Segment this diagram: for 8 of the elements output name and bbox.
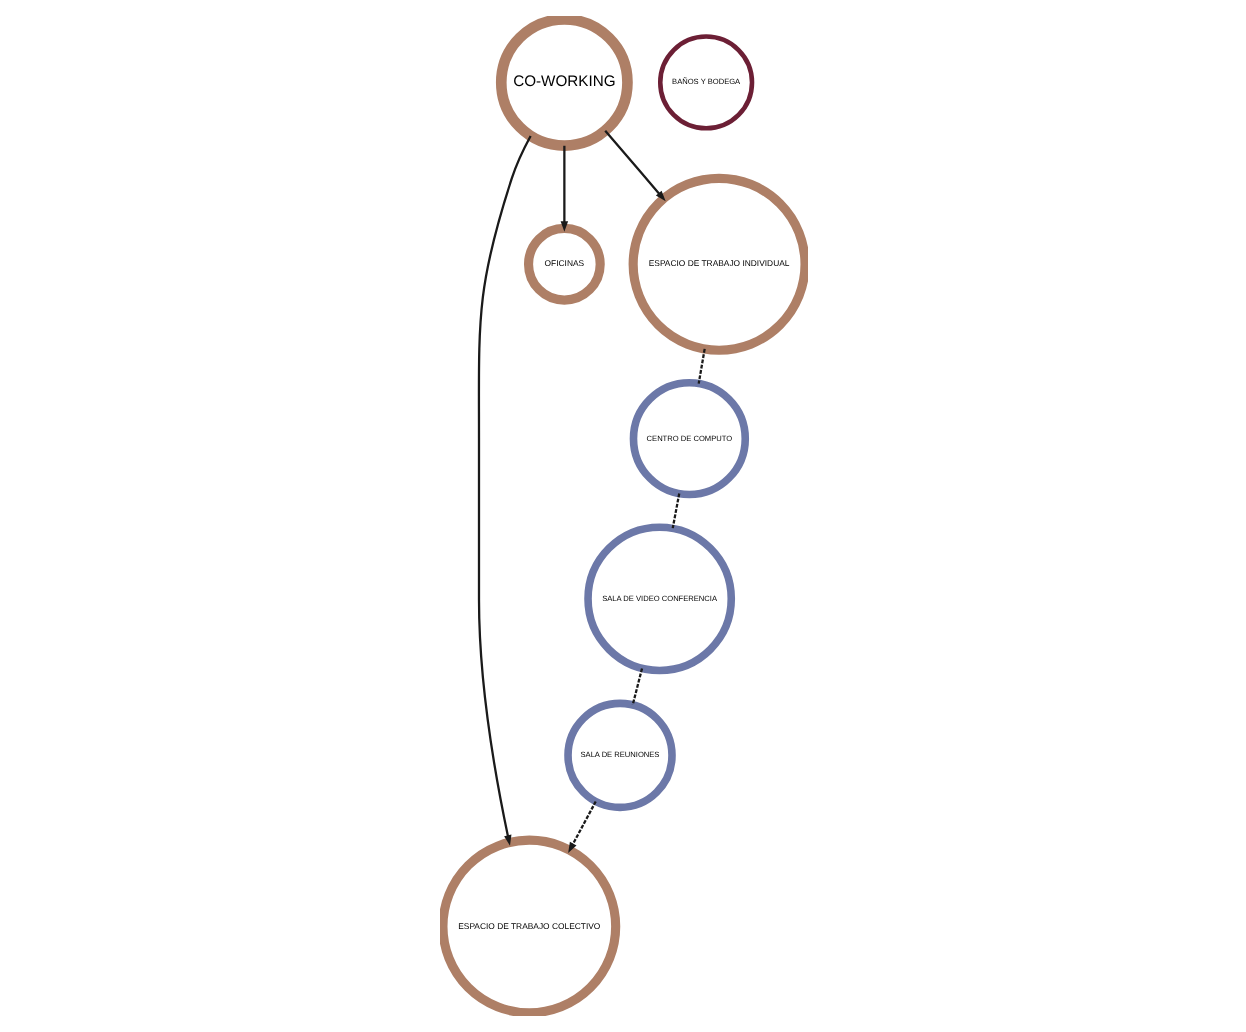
arrow [476, 135, 531, 846]
arrow [559, 145, 568, 232]
node-circle: CO-WORKING [494, 16, 632, 151]
arrow [603, 130, 665, 202]
arrow [567, 801, 596, 854]
connector [670, 493, 680, 529]
connector [696, 348, 705, 384]
connector [630, 668, 643, 705]
